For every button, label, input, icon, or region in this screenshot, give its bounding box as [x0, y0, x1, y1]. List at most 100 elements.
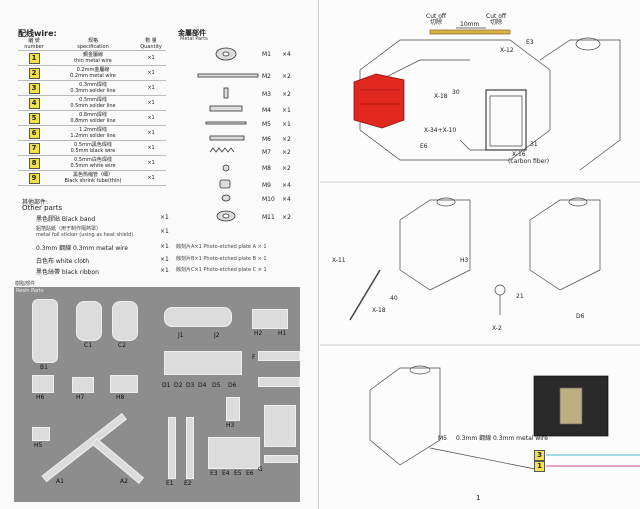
svg-text:X-12: X-12: [500, 47, 514, 54]
wire-spec: 0.5mm白色焊线 0.5mm white wire: [50, 155, 136, 171]
svg-text:H2: H2: [254, 330, 263, 337]
svg-text:×4: ×4: [282, 51, 291, 58]
svg-text:H8: H8: [116, 394, 125, 401]
wire-qty: ×1: [136, 155, 166, 171]
m6-bolt-drawing: [209, 135, 245, 141]
m10-ring-drawing: [221, 194, 231, 202]
svg-text:X-18: X-18: [434, 93, 448, 100]
svg-text:J2: J2: [213, 332, 220, 339]
resin-parts-photo: Resin Parts B1 C1 C2 J1 J2 H2 H1: [14, 287, 300, 502]
wire-number-badge: 1: [28, 52, 40, 64]
other-part-qty: ×1: [160, 214, 169, 221]
other-part-qty: ×1: [160, 267, 169, 274]
other-part-item: 白色布 white cloth: [36, 258, 90, 265]
svg-text:×2: ×2: [282, 73, 291, 80]
svg-text:X-2: X-2: [492, 325, 502, 332]
svg-text:D6: D6: [576, 313, 585, 320]
step1-body-right: [539, 39, 621, 171]
svg-text:E3: E3: [210, 470, 218, 477]
svg-text:E2: E2: [184, 480, 192, 487]
metal-part-label: M10: [262, 196, 275, 203]
step2-lever: [349, 269, 381, 321]
wire-number-badge: 2: [28, 67, 40, 79]
svg-text:×1: ×1: [282, 107, 291, 114]
wire-qty: ×1: [136, 140, 166, 156]
svg-text:Cut off: Cut off: [486, 13, 507, 20]
svg-text:×4: ×4: [282, 182, 291, 189]
wire-qty: ×1: [136, 110, 166, 126]
other-parts-title: 其他部件:: [22, 199, 49, 206]
other-part-qty: ×1: [160, 228, 169, 235]
resin-part-h7: [72, 377, 94, 393]
svg-text:H1: H1: [278, 330, 287, 337]
svg-text:×2: ×2: [282, 165, 291, 172]
left-page: 配线wire: 编 號 number 规格 specification 數 量 …: [0, 0, 319, 509]
svg-text:D5: D5: [212, 382, 221, 389]
svg-text:M5: M5: [438, 435, 447, 442]
svg-text:H6: H6: [36, 394, 45, 401]
other-part-qty: ×1: [160, 243, 169, 250]
svg-text:X-16: X-16: [512, 151, 526, 158]
wire-header-spec: 规格 specification: [50, 36, 136, 51]
metal-part-label: M5: [262, 121, 271, 128]
svg-text:×4: ×4: [282, 196, 291, 203]
svg-text:21: 21: [516, 293, 524, 300]
step2-left-body: [399, 199, 471, 291]
step1-part-e6: [459, 139, 490, 151]
page-number: 1: [476, 494, 481, 502]
svg-text:H3: H3: [226, 422, 235, 429]
step2-left-opening: [436, 197, 456, 207]
resin-parts-title: 樹脂部件: [15, 281, 36, 287]
svg-text:10mm: 10mm: [460, 21, 479, 28]
legend-badge-1: 1: [534, 461, 545, 472]
step2-drawing: [320, 181, 640, 346]
svg-text:E6: E6: [246, 470, 254, 477]
step1-opening: [575, 37, 601, 51]
assembly-diagram: Cut off 切除 Cut off 切除 10mm X-12 E3 X-18 …: [320, 13, 640, 471]
svg-text:×2: ×2: [282, 136, 291, 143]
step1-drawing: [359, 27, 621, 171]
other-part-item: 鋁箔貼紙（用于制作隔熱罩） metal foil sticker (using …: [36, 226, 134, 238]
pe-part-item: 蝕刻片B×1 Photo-etched plate B × 1: [176, 256, 267, 262]
svg-text:X-34+X-10: X-34+X-10: [424, 127, 456, 134]
wire-spec: 0.2mm金屬線 0.2mm metal wire: [50, 65, 136, 81]
metal-part-label: M4: [262, 107, 271, 114]
resin-part-f-set: [258, 351, 300, 361]
metal-parts-subtitle: Metal Parts: [180, 36, 208, 42]
wire-spec: 0.5mm焊线 0.5mm solder line: [50, 95, 136, 111]
metal-part-label: M6: [262, 136, 271, 143]
svg-text:×2: ×2: [282, 214, 291, 221]
svg-text:E6: E6: [420, 143, 428, 150]
other-part-item: 0.3mm 鋼線 0.3mm metal wire: [36, 245, 128, 252]
metal-part-label: M9: [262, 182, 271, 189]
resin-part-e-set: [208, 437, 260, 469]
wire-spec: 1.2mm焊线 1.2mm solder line: [50, 125, 136, 141]
step3-body: [369, 367, 441, 466]
wire-qty: ×1: [136, 50, 166, 66]
metal-parts-drawings: M1×4 M2×2 M3×2 M4×1 M5×1 M6×2 M7×2 M8×2 …: [197, 47, 291, 222]
resin-parts-subtitle: Resin Parts: [16, 288, 44, 294]
step3-drawing: [369, 365, 640, 471]
svg-text:F: F: [252, 354, 256, 361]
step1-highlight-detail: [360, 89, 400, 105]
m5-wire-drawing: [205, 121, 247, 125]
svg-text:H7: H7: [76, 394, 85, 401]
step2-right-body: [529, 199, 601, 291]
other-part-item: 黑色絲帶 black ribbon: [36, 269, 99, 276]
wire-spec: 0.5mm黑色焊线 0.5mm black wire: [50, 140, 136, 156]
wire-number-badge: 8: [28, 157, 40, 169]
diagram-labels: Cut off 切除 Cut off 切除 10mm X-12 E3 X-18 …: [332, 13, 585, 442]
svg-text:G: G: [258, 466, 263, 473]
wire-spec: 0.8mm焊线 0.8mm solder line: [50, 110, 136, 126]
svg-text:J1: J1: [177, 332, 184, 339]
wire-number-badge: 7: [28, 142, 40, 154]
svg-text:E3: E3: [526, 39, 534, 46]
m3-pin-drawing: [223, 87, 229, 99]
step3-engine-detail: [559, 387, 583, 425]
resin-part-b1: [32, 299, 58, 363]
wire-qty: ×1: [136, 95, 166, 111]
step1-body-line: [379, 59, 470, 81]
resin-part-d-set: [164, 351, 242, 375]
